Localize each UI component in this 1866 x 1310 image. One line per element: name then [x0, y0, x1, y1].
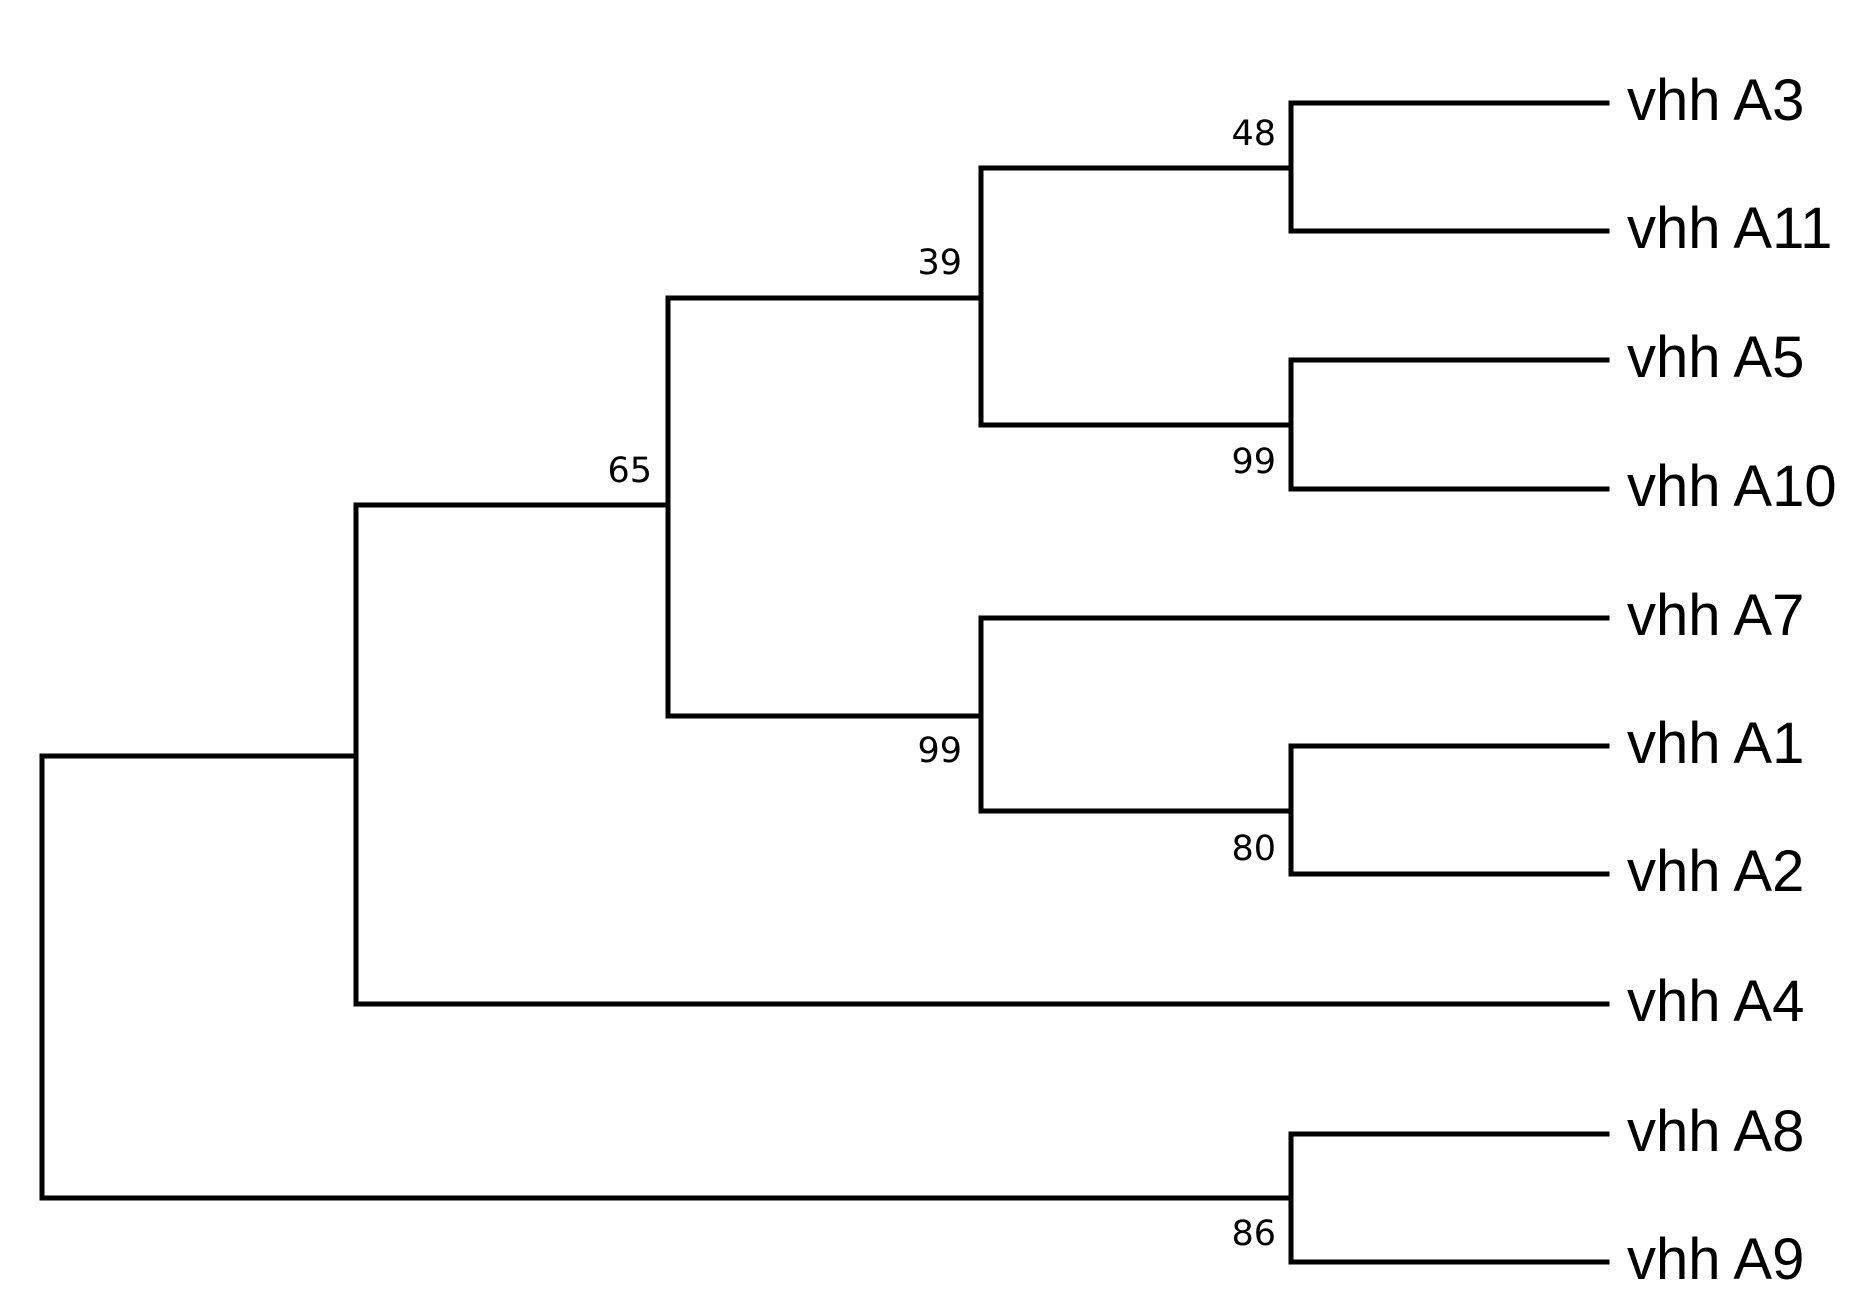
support-value-80: 80: [1231, 829, 1276, 869]
leaf-label-a4: vhh A4: [1627, 969, 1804, 1034]
support-value-65: 65: [607, 451, 652, 491]
support-value-99-upper: 99: [1231, 442, 1276, 482]
clade-39: 39: [917, 165, 1294, 428]
support-value-99-lower: 99: [917, 731, 962, 771]
clade-99-upper: 99: [1231, 357, 1610, 492]
clade-99-lower: 99: [917, 615, 1610, 814]
clade-86: 86: [1231, 1131, 1610, 1265]
support-value-86: 86: [1231, 1214, 1276, 1254]
leaf-label-a2: vhh A2: [1627, 839, 1804, 904]
leaf-label-a3: vhh A3: [1627, 68, 1804, 133]
leaf-label-a5: vhh A5: [1627, 325, 1804, 390]
root-clade: [39, 753, 1294, 1201]
leaf-label-a1: vhh A1: [1627, 711, 1804, 776]
leaf-label-a9: vhh A9: [1627, 1227, 1804, 1292]
leaf-label-a11: vhh A11: [1627, 196, 1832, 261]
leaf-labels: vhh A3 vhh A11 vhh A5 vhh A10 vhh A7 vhh…: [1627, 68, 1837, 1292]
leaf-label-a8: vhh A8: [1627, 1099, 1804, 1164]
clade-65: 65: [607, 295, 984, 719]
ingroup-clade: [353, 502, 1610, 1007]
support-value-39: 39: [917, 243, 962, 283]
support-value-48: 48: [1231, 114, 1276, 154]
clade-48: 48: [1231, 100, 1610, 234]
leaf-label-a10: vhh A10: [1627, 454, 1837, 519]
leaf-label-a7: vhh A7: [1627, 583, 1804, 648]
clade-80: 80: [1231, 743, 1610, 877]
